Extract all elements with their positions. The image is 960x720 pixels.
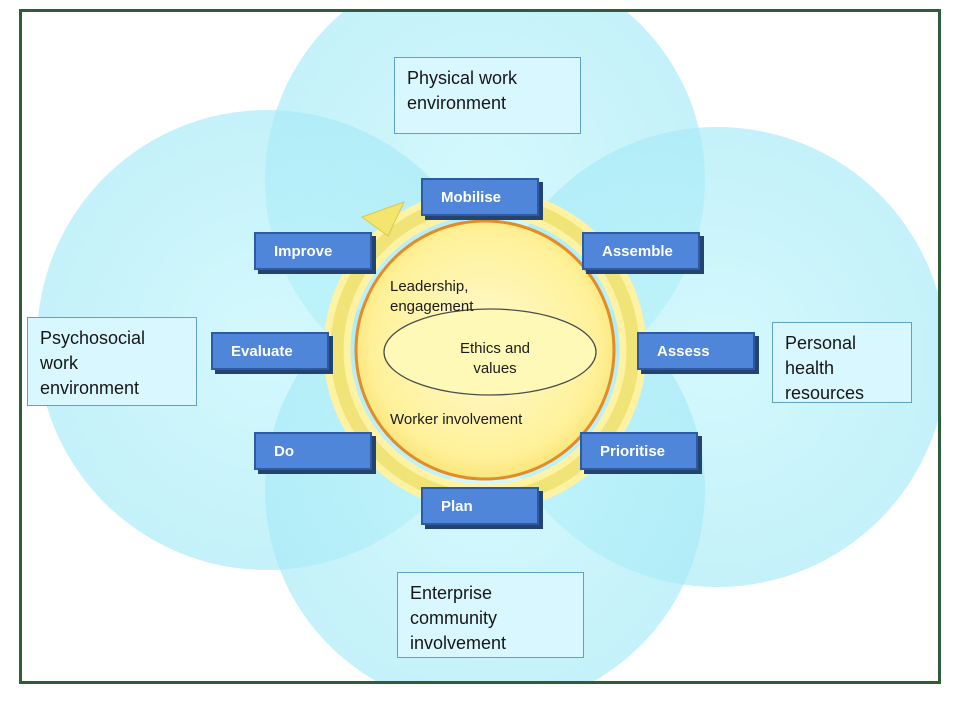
diagram-frame: Physical work environment Psychosocial w… (19, 9, 941, 684)
improve-step: Improve (254, 232, 372, 270)
leadership-engagement-label: Leadership, engagement (390, 278, 474, 315)
assemble-step: Assemble (582, 232, 700, 270)
plan-step: Plan (421, 487, 539, 525)
evaluate-step: Evaluate (211, 332, 329, 370)
cycle-arrow-icon (360, 201, 405, 237)
mobilise-step: Mobilise (421, 178, 539, 216)
assess-step: Assess (637, 332, 755, 370)
prioritise-step: Prioritise (580, 432, 698, 470)
physical-work-environment-box: Physical work environment (394, 57, 581, 134)
ethics-ellipse (383, 308, 597, 396)
healthy-workplace-diagram (37, 12, 938, 681)
ethics-values-label: Ethics and values (459, 340, 531, 377)
personal-health-resources-box: Personal health resources (772, 322, 912, 403)
psychosocial-work-environment-box: Psychosocial work environment (27, 317, 197, 406)
enterprise-community-involvement-box: Enterprise community involvement (397, 572, 584, 658)
worker-involvement-label: Worker involvement (390, 411, 523, 428)
do-step: Do (254, 432, 372, 470)
